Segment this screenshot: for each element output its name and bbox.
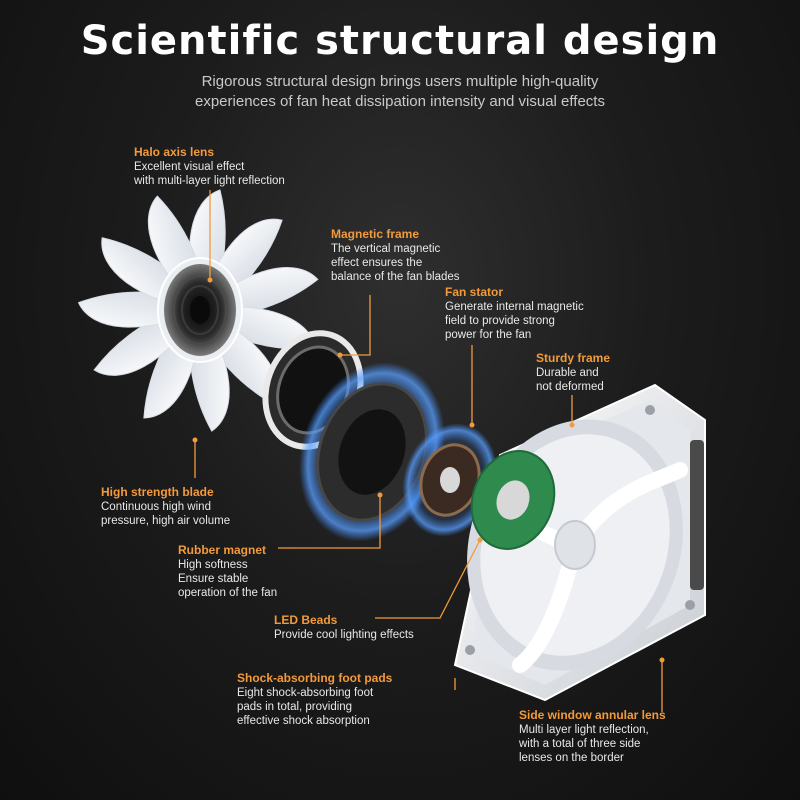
callout-led-beads: LED Beads Provide cool lighting effects	[274, 613, 414, 642]
callout-line: pads in total, providing	[237, 701, 353, 713]
leader-dots	[192, 277, 665, 663]
callout-title: Sturdy frame	[536, 351, 611, 365]
subtitle-line: experiences of fan heat dissipation inte…	[195, 93, 605, 110]
led-board	[470, 450, 556, 550]
callout-line: effect ensures the	[331, 257, 423, 269]
callout-sturdy-frame: Sturdy frame Durable and not deformed	[536, 351, 610, 394]
callout-line: operation of the fan	[178, 587, 278, 599]
callout-title: High strength blade	[101, 485, 214, 499]
callout-line: Continuous high wind	[101, 501, 211, 513]
callout-line: Eight shock-absorbing foot	[237, 687, 374, 699]
page-title: Scientific structural design	[80, 18, 720, 64]
callout-line: Durable and	[536, 367, 599, 379]
callout-halo-axis-lens: Halo axis lens Excellent visual effect w…	[134, 145, 285, 188]
callout-title: Fan stator	[445, 285, 504, 299]
callout-line: lenses on the border	[519, 752, 624, 764]
callout-line: not deformed	[536, 381, 604, 393]
callout-line: The vertical magnetic	[331, 243, 441, 255]
callout-side-window-annular-lens: Side window annular lens Multi layer lig…	[519, 708, 666, 765]
callout-title: Shock-absorbing foot pads	[237, 671, 393, 685]
callout-line: High softness	[178, 559, 248, 571]
callout-shock-absorbing-foot-pads: Shock-absorbing foot pads Eight shock-ab…	[237, 671, 392, 728]
callout-fan-stator: Fan stator Generate internal magnetic fi…	[445, 285, 584, 342]
callout-title: LED Beads	[274, 613, 338, 627]
callout-line: Ensure stable	[178, 573, 249, 585]
callout-line: Excellent visual effect	[134, 161, 245, 173]
callout-line: Generate internal magnetic	[445, 301, 584, 313]
callout-title: Magnetic frame	[331, 227, 420, 241]
callout-high-strength-blade: High strength blade Continuous high wind…	[101, 485, 230, 528]
leader-lines	[194, 190, 663, 712]
fan-blades	[77, 189, 319, 432]
callout-magnetic-frame: Magnetic frame The vertical magnetic eff…	[331, 227, 460, 284]
callout-line: field to provide strong	[445, 315, 555, 327]
subtitle-line: Rigorous structural design brings users …	[201, 73, 599, 90]
callout-title: Halo axis lens	[134, 145, 215, 159]
callout-rubber-magnet: Rubber magnet High softness Ensure stabl…	[178, 543, 277, 600]
callout-title: Side window annular lens	[519, 708, 666, 722]
callout-line: with multi-layer light reflection	[134, 175, 285, 187]
callout-line: effective shock absorption	[237, 715, 370, 727]
callout-line: with a total of three side	[519, 738, 641, 750]
callout-line: Multi layer light reflection,	[519, 724, 649, 736]
callout-line: pressure, high air volume	[101, 515, 231, 527]
callout-line: power for the fan	[445, 329, 532, 341]
callout-line: Provide cool lighting effects	[274, 629, 414, 641]
page-subtitle: Rigorous structural design brings users …	[0, 72, 800, 112]
callout-title: Rubber magnet	[178, 543, 267, 557]
callout-line: balance of the fan blades	[331, 271, 460, 283]
